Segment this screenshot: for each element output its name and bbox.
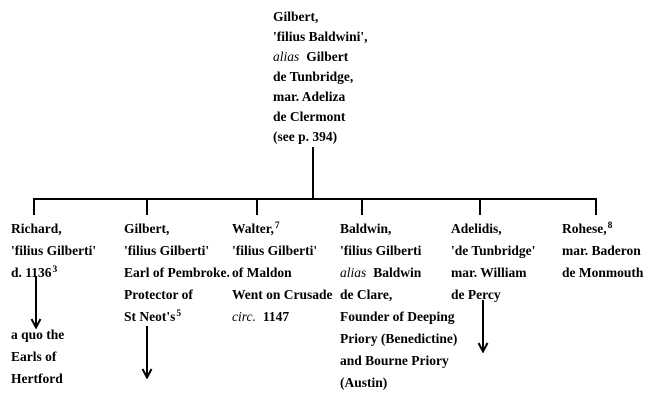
person-block-rohese: Rohese,8 mar. Baderon de Monmouth — [562, 218, 643, 284]
text-line: Richard, — [11, 221, 62, 236]
drop-line-baldwin — [361, 198, 363, 215]
person-block-gilbert-junior: Gilbert, 'filius Gilberti' Earl of Pembr… — [124, 218, 230, 328]
descent-arrow-richard — [30, 276, 42, 329]
person-block-gilbert-senior: Gilbert, 'filius Baldwini', alias Gilbert… — [273, 7, 368, 147]
text-line: mar. Baderon — [562, 243, 641, 258]
text-line: Hertford — [11, 371, 63, 386]
text-line: 'filius Gilberti — [340, 243, 422, 258]
sibling-bar-line — [33, 198, 597, 200]
text-line: mar. William — [451, 265, 527, 280]
text-line: Gilbert, — [273, 9, 319, 24]
drop-line-richard — [33, 198, 35, 215]
text-segment: Gilbert — [306, 49, 349, 64]
text-line: 'filius Gilberti' — [124, 243, 210, 258]
text-line: Priory (Benedictine) — [340, 331, 458, 346]
text-line: Walter,7 — [232, 218, 333, 240]
text-line: Rohese,8 — [562, 218, 643, 240]
text-line: 'filius Baldwini', — [273, 29, 368, 44]
person-block-richard: Richard, 'filius Gilberti' d. 11363 — [11, 218, 96, 284]
text-line: Founder of Deeping — [340, 309, 455, 324]
text-line: Adelidis, — [451, 221, 502, 236]
text-line: Earls of — [11, 349, 57, 364]
text-line: (see p. 394) — [273, 129, 338, 144]
text-line: alias Baldwin — [340, 262, 457, 284]
text-line: mar. Adeliza — [273, 89, 346, 104]
text-segment: 1147 — [262, 309, 290, 324]
footnote-superscript: 5 — [176, 308, 182, 319]
footnote-superscript: 8 — [607, 220, 613, 231]
text-line: alias Gilbert — [273, 47, 368, 67]
descent-arrow-gilbert — [141, 326, 153, 379]
drop-line-gilbert — [146, 198, 148, 215]
drop-line-walter — [256, 198, 258, 215]
text-segment: St Neot's — [124, 309, 176, 324]
text-line: de Tunbridge, — [273, 69, 354, 84]
text-line: of Maldon — [232, 265, 292, 280]
parent-stem-line — [312, 147, 314, 200]
text-line: Baldwin, — [340, 221, 392, 236]
text-line: Gilbert, — [124, 221, 170, 236]
text-line: de Percy — [451, 287, 501, 302]
text-line: de Monmouth — [562, 265, 644, 280]
text-line: 'de Tunbridge' — [451, 243, 536, 258]
italic-word: circ. — [232, 309, 256, 324]
text-line: d. 11363 — [11, 262, 96, 284]
text-line: and Bourne Priory — [340, 353, 449, 368]
text-line: de Clermont — [273, 109, 346, 124]
descendants-note-richard: a quo the Earls of Hertford — [11, 324, 64, 390]
italic-word: alias — [273, 49, 300, 64]
text-segment: d. 1136 — [11, 265, 52, 280]
drop-line-adelidis — [479, 198, 481, 215]
text-line: Earl of Pembroke. — [124, 265, 230, 280]
person-block-walter: Walter,7 'filius Gilberti' of Maldon Wen… — [232, 218, 333, 328]
text-line: a quo the — [11, 327, 65, 342]
text-line: de Clare, — [340, 287, 393, 302]
text-line: (Austin) — [340, 375, 388, 390]
italic-word: alias — [340, 265, 367, 280]
footnote-superscript: 7 — [274, 220, 280, 231]
text-line: St Neot's5 — [124, 306, 230, 328]
descent-arrow-adelidis — [477, 300, 489, 353]
text-segment: Baldwin — [373, 265, 422, 280]
person-block-adelidis: Adelidis, 'de Tunbridge' mar. William de… — [451, 218, 535, 306]
text-line: circ. 1147 — [232, 306, 333, 328]
person-block-baldwin: Baldwin, 'filius Gilberti alias Baldwin d… — [340, 218, 457, 394]
drop-line-rohese — [595, 198, 597, 215]
text-line: Protector of — [124, 287, 193, 302]
text-line: Went on Crusade — [232, 287, 333, 302]
text-line: 'filius Gilberti' — [232, 243, 318, 258]
text-segment: Rohese, — [562, 221, 607, 236]
text-segment: Walter, — [232, 221, 274, 236]
footnote-superscript: 3 — [52, 264, 58, 275]
text-line: 'filius Gilberti' — [11, 243, 97, 258]
